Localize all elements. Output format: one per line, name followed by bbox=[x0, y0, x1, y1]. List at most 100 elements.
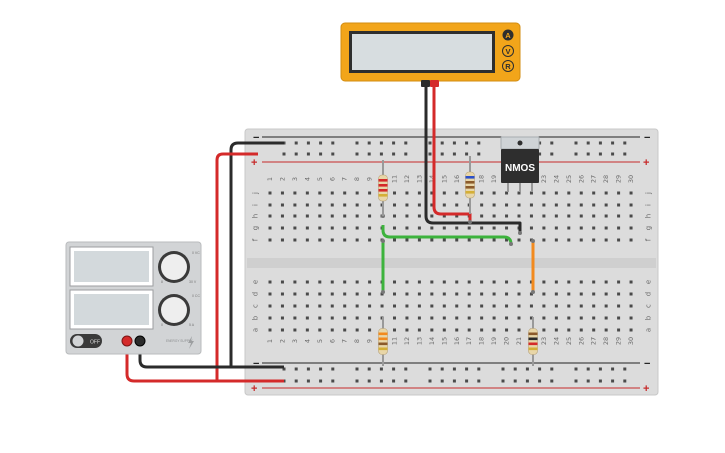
breadboard-hole[interactable] bbox=[393, 214, 396, 218]
breadboard-hole[interactable] bbox=[604, 238, 608, 242]
breadboard-hole[interactable] bbox=[280, 304, 284, 308]
breadboard-hole[interactable] bbox=[405, 304, 409, 308]
rail-hole[interactable] bbox=[538, 367, 542, 371]
breadboard-hole[interactable] bbox=[554, 214, 558, 218]
breadboard-hole[interactable] bbox=[554, 292, 558, 296]
breadboard-hole[interactable] bbox=[318, 304, 322, 308]
breadboard-hole[interactable] bbox=[604, 214, 608, 218]
rail-hole[interactable] bbox=[319, 379, 323, 383]
breadboard-hole[interactable] bbox=[430, 226, 434, 230]
breadboard-hole[interactable] bbox=[617, 328, 621, 332]
breadboard-hole[interactable] bbox=[268, 292, 272, 296]
breadboard-hole[interactable] bbox=[318, 226, 322, 230]
breadboard-hole[interactable] bbox=[492, 238, 496, 242]
rail-hole[interactable] bbox=[379, 141, 383, 145]
breadboard-hole[interactable] bbox=[293, 238, 297, 242]
breadboard-hole[interactable] bbox=[417, 191, 421, 195]
breadboard-hole[interactable] bbox=[455, 292, 459, 296]
wires[interactable] bbox=[125, 84, 535, 383]
breadboard-hole[interactable] bbox=[393, 304, 396, 308]
breadboard-hole[interactable] bbox=[318, 191, 322, 195]
rail-hole[interactable] bbox=[428, 367, 432, 371]
breadboard-hole[interactable] bbox=[305, 203, 309, 207]
rail-hole[interactable] bbox=[440, 367, 444, 371]
breadboard-hole[interactable] bbox=[467, 316, 471, 320]
breadboard-hole[interactable] bbox=[455, 304, 459, 308]
breadboard-hole[interactable] bbox=[417, 214, 421, 218]
breadboard-hole[interactable] bbox=[442, 316, 446, 320]
breadboard-hole[interactable] bbox=[268, 280, 272, 284]
breadboard-hole[interactable] bbox=[330, 316, 334, 320]
rail-hole[interactable] bbox=[404, 141, 408, 145]
breadboard-hole[interactable] bbox=[455, 226, 459, 230]
breadboard-hole[interactable] bbox=[405, 328, 409, 332]
breadboard-hole[interactable] bbox=[393, 191, 396, 195]
breadboard-hole[interactable] bbox=[492, 328, 496, 332]
breadboard-hole[interactable] bbox=[280, 226, 284, 230]
rail-hole[interactable] bbox=[598, 152, 602, 156]
voltage-knob[interactable]: 0 VC 8 30 V bbox=[158, 251, 200, 284]
rail-hole[interactable] bbox=[319, 367, 323, 371]
breadboard-hole[interactable] bbox=[604, 292, 608, 296]
breadboard-hole[interactable] bbox=[480, 280, 484, 284]
breadboard-hole[interactable] bbox=[268, 203, 272, 207]
rail-hole[interactable] bbox=[355, 367, 359, 371]
breadboard-hole[interactable] bbox=[368, 292, 372, 296]
breadboard-hole[interactable] bbox=[417, 280, 421, 284]
breadboard-hole[interactable] bbox=[268, 316, 272, 320]
breadboard-hole[interactable] bbox=[417, 292, 421, 296]
breadboard-hole[interactable] bbox=[554, 203, 558, 207]
breadboard-hole[interactable] bbox=[517, 214, 521, 218]
breadboard-hole[interactable] bbox=[542, 214, 546, 218]
breadboard-hole[interactable] bbox=[293, 328, 297, 332]
breadboard-hole[interactable] bbox=[492, 191, 496, 195]
breadboard-hole[interactable] bbox=[592, 203, 596, 207]
breadboard-hole[interactable] bbox=[604, 328, 608, 332]
rail-hole[interactable] bbox=[501, 367, 505, 371]
rail-hole[interactable] bbox=[623, 379, 627, 383]
breadboard-hole[interactable] bbox=[617, 214, 621, 218]
breadboard-hole[interactable] bbox=[280, 238, 284, 242]
breadboard-hole[interactable] bbox=[517, 292, 521, 296]
breadboard-hole[interactable] bbox=[517, 203, 521, 207]
rail-hole[interactable] bbox=[452, 141, 456, 145]
breadboard-hole[interactable] bbox=[293, 191, 297, 195]
breadboard-hole[interactable] bbox=[579, 304, 583, 308]
breadboard-hole[interactable] bbox=[430, 304, 434, 308]
breadboard-hole[interactable] bbox=[505, 238, 509, 242]
rail-hole[interactable] bbox=[428, 141, 432, 145]
breadboard-hole[interactable] bbox=[318, 238, 322, 242]
breadboard-hole[interactable] bbox=[455, 214, 459, 218]
breadboard-hole[interactable] bbox=[355, 304, 359, 308]
breadboard-hole[interactable] bbox=[268, 238, 272, 242]
multimeter-mode-a-button[interactable]: A bbox=[502, 29, 514, 41]
rail-hole[interactable] bbox=[452, 379, 456, 383]
rail-hole[interactable] bbox=[586, 379, 590, 383]
breadboard-hole[interactable] bbox=[343, 226, 347, 230]
rail-hole[interactable] bbox=[623, 152, 627, 156]
breadboard-hole[interactable] bbox=[417, 304, 421, 308]
rail-hole[interactable] bbox=[306, 367, 310, 371]
breadboard-hole[interactable] bbox=[579, 292, 583, 296]
breadboard-hole[interactable] bbox=[293, 316, 297, 320]
rail-hole[interactable] bbox=[440, 379, 444, 383]
rail-hole[interactable] bbox=[294, 152, 298, 156]
rail-hole[interactable] bbox=[477, 152, 481, 156]
breadboard-hole[interactable] bbox=[467, 292, 471, 296]
breadboard-hole[interactable] bbox=[455, 316, 459, 320]
breadboard-hole[interactable] bbox=[318, 316, 322, 320]
breadboard-hole[interactable] bbox=[442, 304, 446, 308]
rail-hole[interactable] bbox=[465, 141, 469, 145]
breadboard-hole[interactable] bbox=[492, 214, 496, 218]
breadboard-hole[interactable] bbox=[355, 328, 359, 332]
breadboard-hole[interactable] bbox=[554, 238, 558, 242]
breadboard-hole[interactable] bbox=[280, 191, 284, 195]
breadboard-hole[interactable] bbox=[343, 328, 347, 332]
multimeter-probe-red[interactable] bbox=[430, 80, 439, 87]
breadboard-hole[interactable] bbox=[567, 238, 571, 242]
breadboard-hole[interactable] bbox=[592, 191, 596, 195]
breadboard-hole[interactable] bbox=[592, 280, 596, 284]
breadboard-hole[interactable] bbox=[368, 280, 372, 284]
rail-hole[interactable] bbox=[331, 367, 335, 371]
rail-hole[interactable] bbox=[611, 141, 615, 145]
